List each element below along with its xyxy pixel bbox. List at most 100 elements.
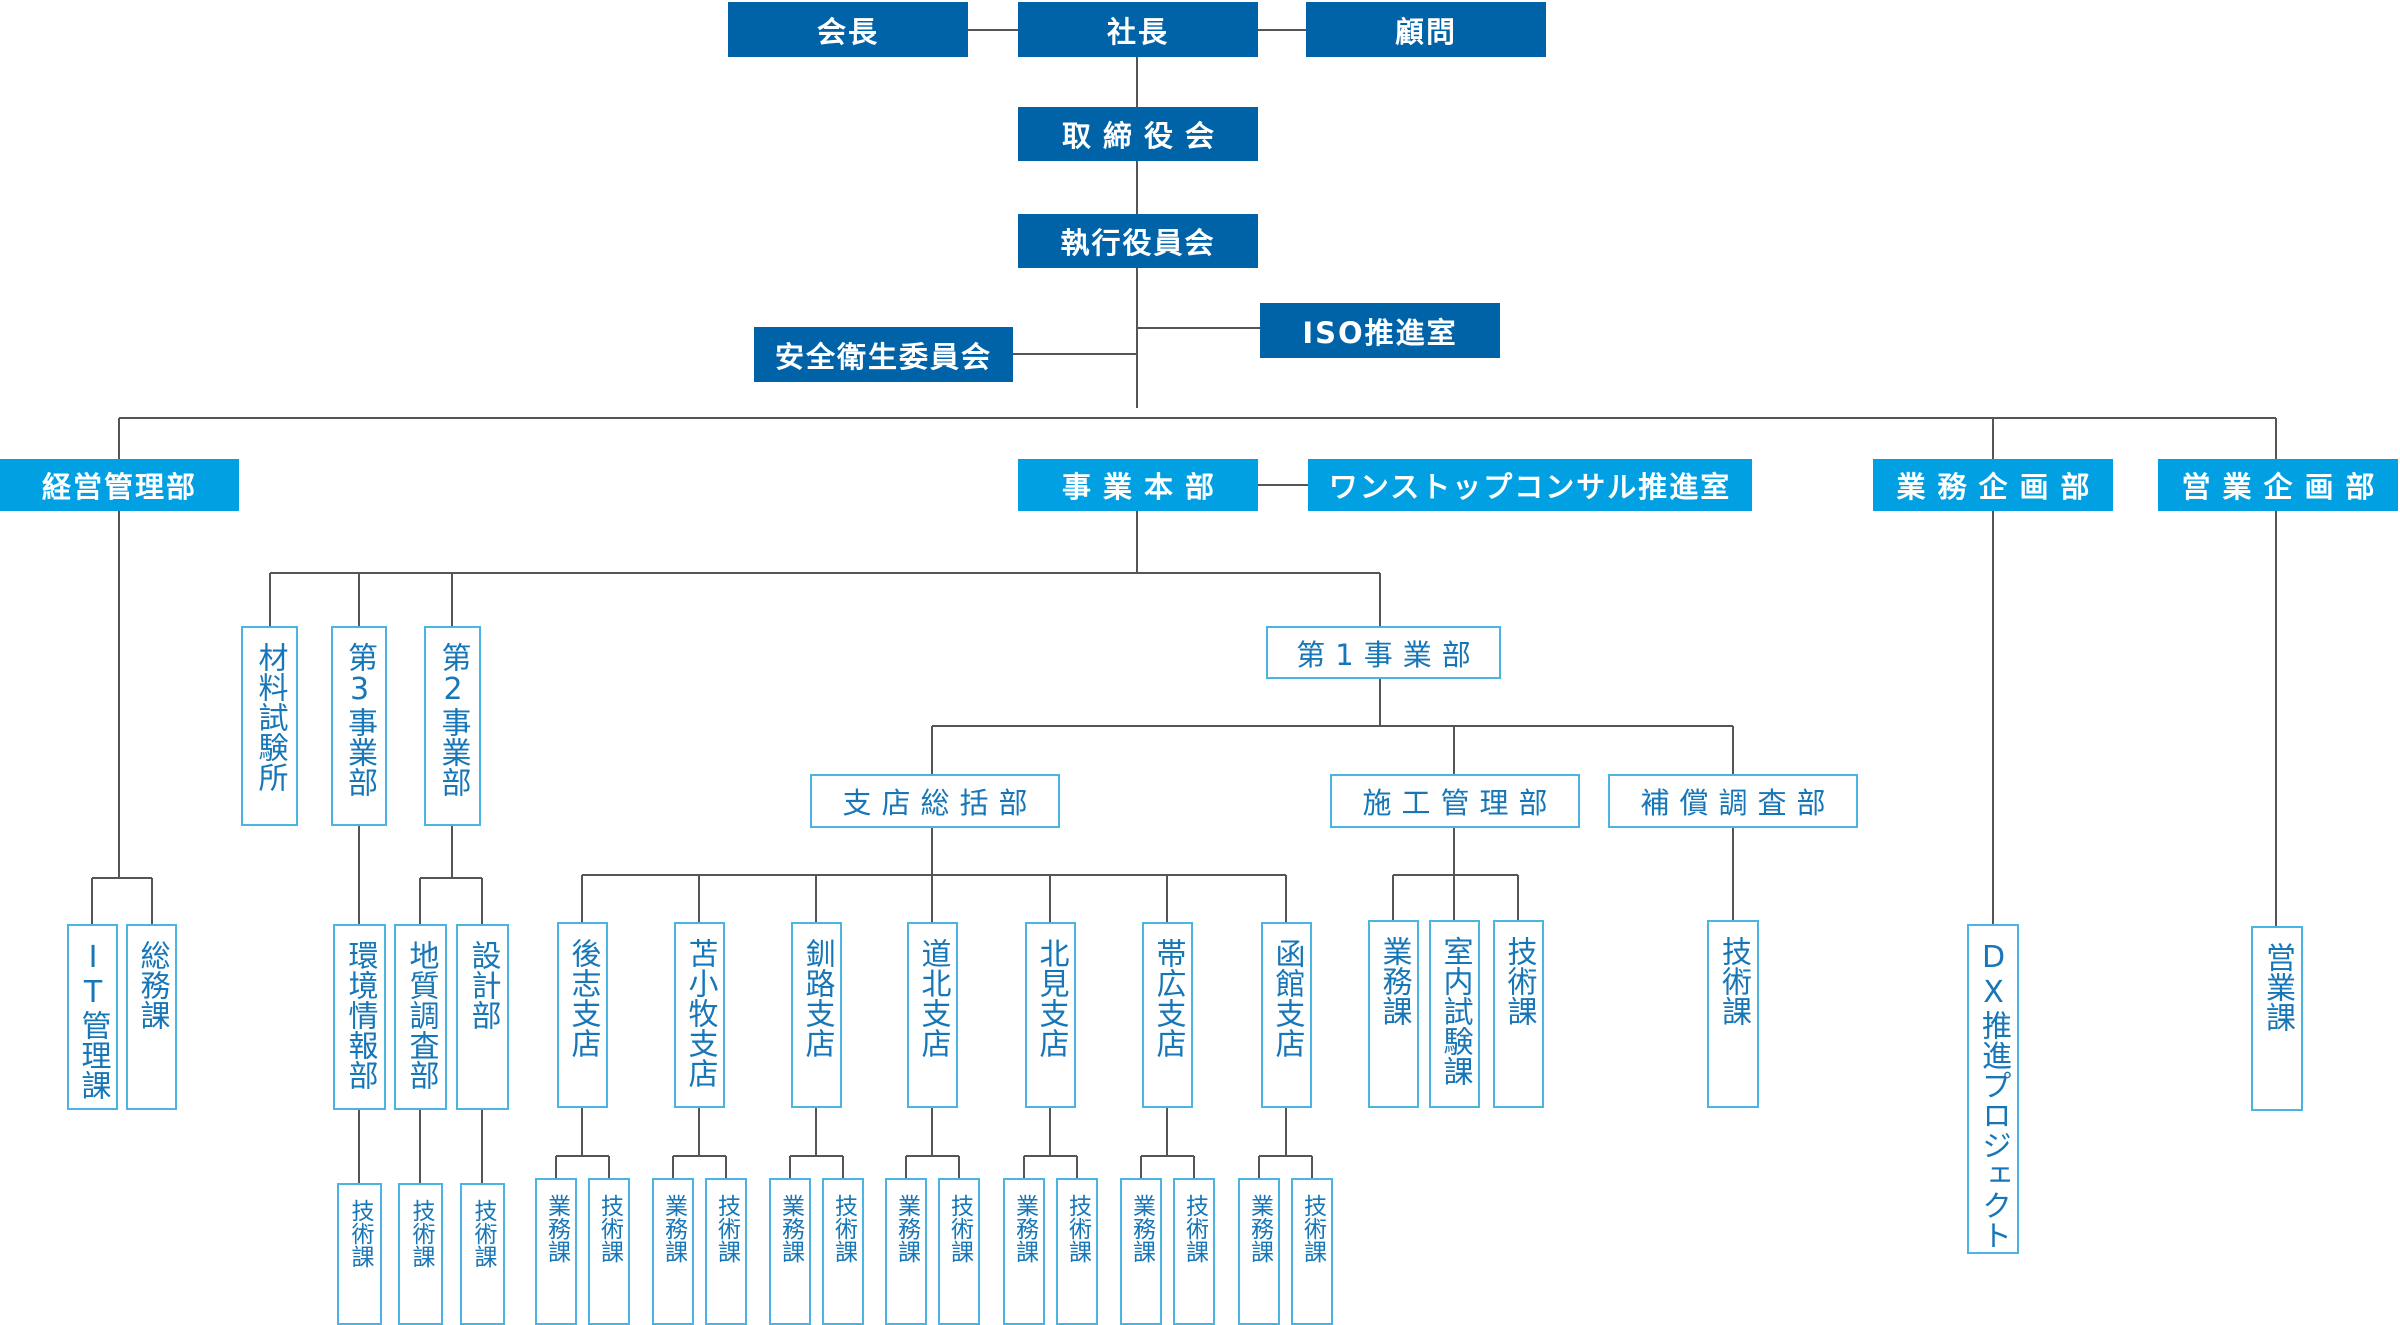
branch-hq-label: 支店総括部 bbox=[842, 786, 1038, 820]
president-box: 社長 bbox=[1018, 2, 1258, 57]
design-tech-label: 技術課 bbox=[470, 1199, 496, 1268]
branch-section-label: 技術課 bbox=[1299, 1194, 1326, 1263]
sales-section-label: 営業課 bbox=[2260, 942, 2295, 1032]
general-affairs-label: 総務課 bbox=[134, 940, 170, 1030]
chairman-box: 会長 bbox=[728, 2, 968, 57]
compensation-tech-label: 技術課 bbox=[1716, 936, 1751, 1026]
branch-box: 後志支店 bbox=[557, 922, 608, 1108]
branch-label: 釧路支店 bbox=[799, 938, 835, 1058]
branch-section-box: 技術課 bbox=[588, 1178, 630, 1325]
safety-committee-label: 安全衛生委員会 bbox=[774, 339, 992, 374]
iso-office-box: ISO推進室 bbox=[1260, 303, 1500, 358]
design-label: 設計部 bbox=[465, 940, 501, 1030]
division3-tech-label: 技術課 bbox=[347, 1199, 373, 1268]
geo-survey-box: 地質調査部 bbox=[394, 924, 447, 1110]
branch-section-box: 技術課 bbox=[1291, 1178, 1333, 1325]
division3-label: 第3事業部 bbox=[342, 642, 377, 797]
division3-tech-box: 技術課 bbox=[337, 1183, 382, 1325]
advisor-label: 顧問 bbox=[1394, 14, 1457, 49]
branch-section-box: 業務課 bbox=[885, 1178, 927, 1325]
materials-lab-label: 材料試験所 bbox=[252, 642, 288, 792]
branch-box: 釧路支店 bbox=[791, 922, 842, 1108]
compensation-survey-box: 補償調査部 bbox=[1608, 774, 1858, 828]
branch-section-label: 技術課 bbox=[713, 1194, 740, 1263]
it-section-box: IT管理課 bbox=[67, 924, 118, 1110]
branch-section-box: 技術課 bbox=[938, 1178, 980, 1325]
dx-project-label: DX推進プロジェクト bbox=[1976, 940, 2011, 1250]
construction-business-label: 業務課 bbox=[1376, 936, 1412, 1026]
one-stop-office-label: ワンストップコンサル推進室 bbox=[1328, 470, 1732, 504]
chairman-label: 会長 bbox=[816, 14, 879, 49]
branch-section-box: 業務課 bbox=[652, 1178, 694, 1325]
division2-label: 第2事業部 bbox=[435, 642, 471, 797]
branch-section-box: 業務課 bbox=[535, 1178, 577, 1325]
branch-box: 苫小牧支店 bbox=[674, 922, 725, 1108]
design-box: 設計部 bbox=[456, 924, 509, 1110]
branch-section-label: 業務課 bbox=[660, 1194, 687, 1263]
branch-label: 道北支店 bbox=[915, 938, 951, 1058]
construction-tech-label: 技術課 bbox=[1501, 936, 1537, 1026]
advisor-box: 顧問 bbox=[1306, 2, 1546, 57]
board-label: 取締役会 bbox=[1061, 119, 1226, 153]
branch-section-label: 業務課 bbox=[1011, 1194, 1038, 1263]
branch-section-label: 技術課 bbox=[596, 1194, 623, 1263]
branch-label: 帯広支店 bbox=[1150, 938, 1186, 1058]
geo-survey-label: 地質調査部 bbox=[403, 940, 439, 1090]
management-dept-label: 経営管理部 bbox=[41, 470, 197, 504]
business-planning-box: 業務企画部 bbox=[1873, 459, 2113, 511]
branch-box: 函館支店 bbox=[1261, 922, 1312, 1108]
branch-section-label: 技術課 bbox=[946, 1194, 973, 1263]
compensation-survey-label: 補償調査部 bbox=[1640, 786, 1836, 820]
branch-section-box: 業務課 bbox=[1120, 1178, 1162, 1325]
environmental-info-box: 環境情報部 bbox=[333, 924, 386, 1110]
operations-hq-label: 事業本部 bbox=[1061, 470, 1226, 504]
branch-label: 函館支店 bbox=[1269, 938, 1305, 1058]
branch-section-box: 技術課 bbox=[1056, 1178, 1098, 1325]
branch-section-label: 業務課 bbox=[893, 1194, 920, 1263]
geo-tech-box: 技術課 bbox=[398, 1183, 443, 1325]
branch-section-box: 業務課 bbox=[1238, 1178, 1280, 1325]
division3-box: 第3事業部 bbox=[331, 626, 387, 826]
dx-project-box: DX推進プロジェクト bbox=[1967, 924, 2019, 1254]
branch-section-label: 業務課 bbox=[777, 1194, 804, 1263]
branch-section-label: 技術課 bbox=[1181, 1194, 1208, 1263]
branch-section-label: 業務課 bbox=[1128, 1194, 1155, 1263]
branch-box: 帯広支店 bbox=[1142, 922, 1193, 1108]
business-planning-label: 業務企画部 bbox=[1896, 470, 2102, 504]
executive-committee-box: 執行役員会 bbox=[1018, 214, 1258, 268]
sales-planning-box: 営業企画部 bbox=[2158, 459, 2398, 511]
branch-box: 北見支店 bbox=[1025, 922, 1076, 1108]
compensation-tech-box: 技術課 bbox=[1707, 920, 1759, 1108]
branch-section-label: 業務課 bbox=[543, 1194, 570, 1263]
branch-label: 後志支店 bbox=[565, 938, 601, 1058]
branch-section-label: 技術課 bbox=[1064, 1194, 1091, 1263]
branch-section-box: 業務課 bbox=[769, 1178, 811, 1325]
construction-tech-box: 技術課 bbox=[1493, 920, 1544, 1108]
division2-box: 第2事業部 bbox=[424, 626, 481, 826]
division1-box: 第1事業部 bbox=[1266, 626, 1501, 679]
general-affairs-box: 総務課 bbox=[126, 924, 177, 1110]
branch-label: 苫小牧支店 bbox=[682, 938, 718, 1088]
one-stop-office-box: ワンストップコンサル推進室 bbox=[1308, 459, 1752, 511]
president-label: 社長 bbox=[1106, 14, 1169, 49]
environmental-info-label: 環境情報部 bbox=[342, 940, 378, 1090]
management-dept-box: 経営管理部 bbox=[0, 459, 239, 511]
sales-planning-label: 営業企画部 bbox=[2181, 470, 2387, 504]
iso-office-label: ISO推進室 bbox=[1302, 315, 1458, 350]
board-box: 取締役会 bbox=[1018, 107, 1258, 161]
it-section-label: IT管理課 bbox=[75, 940, 111, 1100]
branch-box: 道北支店 bbox=[907, 922, 958, 1108]
executive-committee-label: 執行役員会 bbox=[1060, 226, 1216, 260]
indoor-testing-box: 室内試験課 bbox=[1429, 920, 1480, 1108]
construction-mgmt-box: 施工管理部 bbox=[1330, 774, 1580, 828]
construction-mgmt-label: 施工管理部 bbox=[1362, 786, 1558, 820]
branch-section-box: 技術課 bbox=[1173, 1178, 1215, 1325]
branch-section-label: 技術課 bbox=[830, 1194, 857, 1263]
materials-lab-box: 材料試験所 bbox=[241, 626, 298, 826]
construction-business-box: 業務課 bbox=[1368, 920, 1419, 1108]
branch-section-box: 技術課 bbox=[822, 1178, 864, 1325]
safety-committee-box: 安全衛生委員会 bbox=[754, 327, 1013, 382]
indoor-testing-label: 室内試験課 bbox=[1437, 936, 1473, 1086]
